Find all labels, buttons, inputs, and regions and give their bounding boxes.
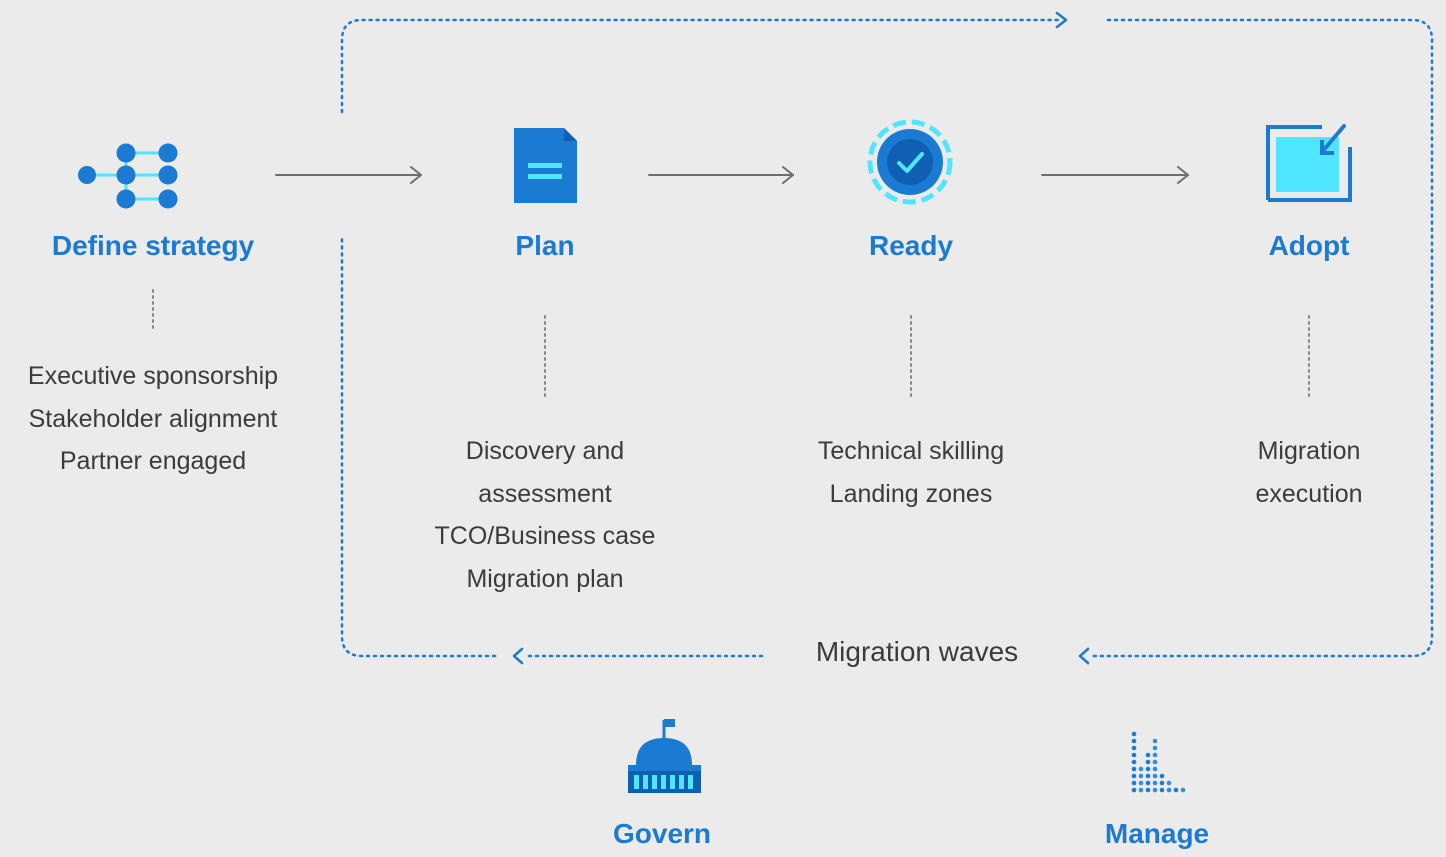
dot-bar-chart-icon xyxy=(1131,731,1186,793)
stage-title-ready: Ready xyxy=(868,230,954,261)
stage-title-manage: Manage xyxy=(1104,818,1210,849)
stage-items-define-strategy: Executive sponsorship Stakeholder alignm… xyxy=(28,355,278,483)
stage-item: Technical skilling xyxy=(817,437,1005,465)
stage-item: Migration plan xyxy=(466,564,624,593)
migration-waves-label: Migration waves xyxy=(815,636,1019,667)
stage-item: Partner engaged xyxy=(59,447,247,475)
stage-items-plan: Discovery and assessment TCO/Business ca… xyxy=(435,430,656,600)
stage-title-plan: Plan xyxy=(515,230,575,261)
flow-arrows xyxy=(275,166,1189,184)
stage-item: Discovery and xyxy=(465,437,625,465)
stage-item: Stakeholder alignment xyxy=(28,404,278,433)
stage-item: Executive sponsorship xyxy=(27,362,279,390)
document-icon xyxy=(514,128,577,203)
migration-waves-loop xyxy=(340,18,1434,658)
edit-square-icon xyxy=(1266,124,1352,202)
stage-title-define-strategy: Define strategy xyxy=(51,230,255,261)
stage-connectors xyxy=(152,289,1310,401)
checkmark-badge-icon xyxy=(867,119,953,205)
stage-item: TCO/Business case xyxy=(434,522,656,550)
stage-item: assessment xyxy=(478,479,612,508)
stage-item: Landing zones xyxy=(829,479,993,508)
stage-items-ready: Technical skilling Landing zones xyxy=(818,430,1004,515)
loop-arrowhead-right xyxy=(1055,11,1068,29)
stage-item: Migration xyxy=(1257,437,1361,465)
loop-arrowheads xyxy=(512,11,1090,665)
stage-item: execution xyxy=(1255,479,1363,508)
capitol-building-icon xyxy=(628,719,701,793)
loop-arrowhead-left-2 xyxy=(512,647,524,665)
hierarchy-nodes-icon xyxy=(78,143,178,209)
stage-title-govern: Govern xyxy=(612,818,712,849)
stage-items-adopt: Migration execution xyxy=(1255,430,1362,515)
loop-arrowhead-left-1 xyxy=(1078,647,1090,665)
stage-title-adopt: Adopt xyxy=(1268,230,1350,261)
